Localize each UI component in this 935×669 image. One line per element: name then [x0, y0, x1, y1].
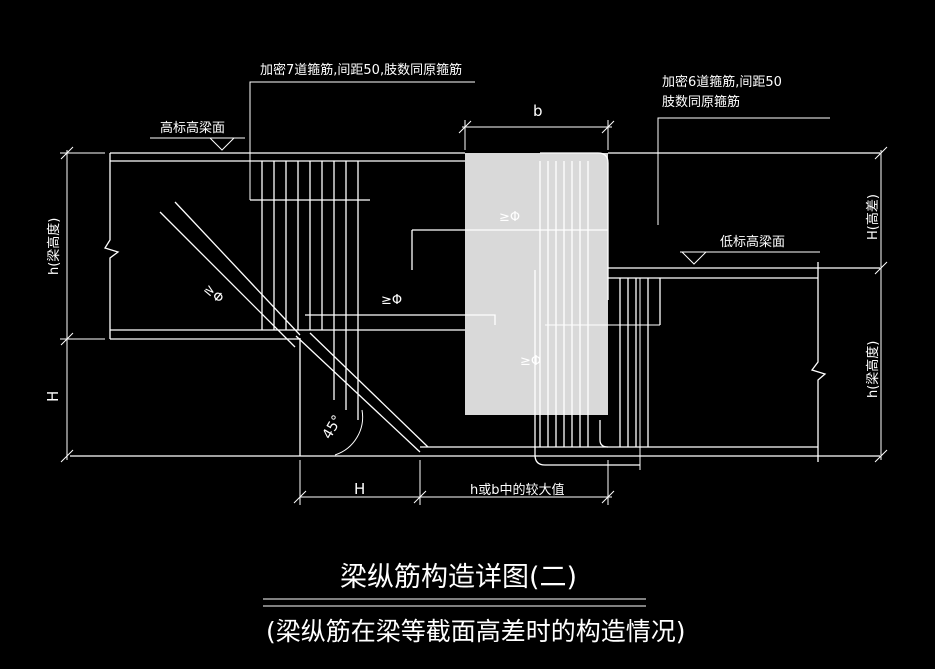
dim-hb-bottom-label: h或b中的较大值: [470, 482, 565, 498]
dim-right: [874, 146, 888, 463]
right-stirrups: [619, 278, 661, 447]
low-beam-face-label: 低标高梁面: [720, 234, 785, 250]
inclined-bars: [159, 201, 429, 456]
dim-bottom: [293, 460, 615, 505]
dim-H-left-label: H: [44, 391, 62, 402]
column-section: [465, 153, 608, 415]
high-beam-face-label: 高标高梁面: [160, 120, 225, 136]
anchor-label-4: ≥Φ: [520, 354, 541, 369]
left-stirrup-note: 加密7道箍筋,间距50,肢数同原箍筋: [260, 62, 462, 78]
drawing-title: 梁纵筋构造详图(二): [340, 562, 577, 593]
anchor-label-1: ≥Φ: [200, 282, 226, 307]
dim-b: [458, 120, 615, 150]
dim-h-right-label: h(梁高度): [865, 341, 881, 398]
dim-h-left-label: h(梁高度): [46, 218, 62, 275]
note-leaders: [249, 81, 830, 225]
left-stirrups: [250, 161, 370, 420]
column-bars: [534, 152, 660, 470]
dim-b-label: b: [533, 102, 543, 120]
right-stirrup-note-line1: 加密6道箍筋,间距50: [662, 74, 782, 90]
dim-H-bottom-label: H: [354, 480, 365, 498]
anchor-label-3: ≥Φ: [499, 210, 520, 225]
dim-H-right-label: H(高差): [865, 194, 881, 240]
high-beam-outline: [104, 152, 880, 340]
right-stirrup-note-line2: 肢数同原箍筋: [662, 94, 740, 110]
angle-label: 45°: [320, 412, 346, 442]
elevation-markers: [150, 137, 820, 265]
low-beam-outline: [70, 262, 880, 462]
anchor-bars: [305, 229, 608, 325]
dim-left: [60, 146, 105, 463]
drawing-subtitle: (梁纵筋在梁等截面高差时的构造情况): [266, 617, 686, 646]
angle-arc: [334, 409, 364, 456]
anchor-label-2: ≥Φ: [381, 293, 402, 308]
